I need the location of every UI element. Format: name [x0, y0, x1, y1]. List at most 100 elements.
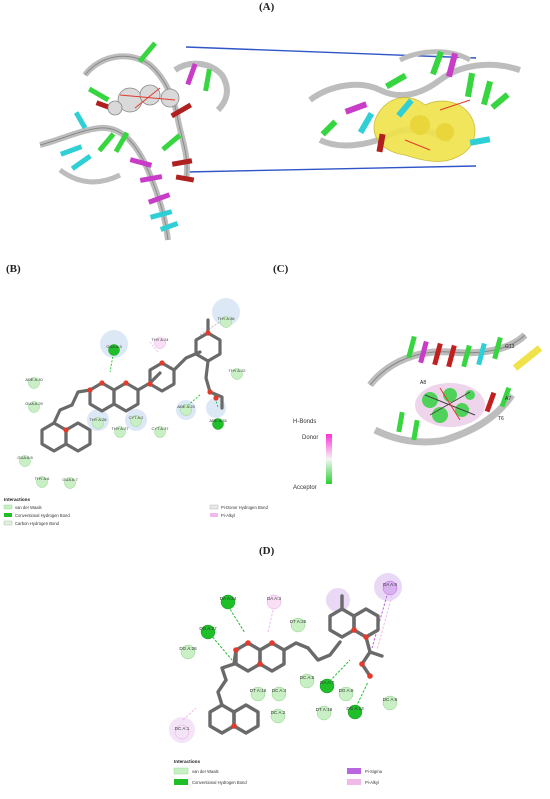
res-disc-gua-7 — [64, 477, 76, 489]
res-label: THY A:6 — [35, 476, 51, 481]
pi-alkyl-thy-24 — [149, 341, 159, 353]
res-label: DC A:2 — [271, 710, 286, 715]
res-label: THY A:27 — [111, 426, 129, 431]
panel-c-structure — [367, 332, 543, 446]
legend-label: Carbon Hydrogen Bond — [15, 521, 60, 526]
res-disc-gua-29 — [28, 401, 40, 413]
legend-label: Pi-Sigma — [365, 769, 383, 774]
ligand-b-oxygens — [63, 330, 219, 433]
legend-swatch-hbond — [174, 779, 188, 785]
dna-structure-left — [39, 41, 230, 241]
legend-b-title: Interactions — [4, 497, 30, 502]
hbond-da-7 — [326, 659, 351, 685]
hbond-gua-3 — [109, 349, 115, 373]
res-label: DC A:1 — [175, 726, 190, 731]
connector-top — [185, 46, 477, 59]
hbond-acceptor-label: Acceptor — [293, 485, 317, 491]
res-disc-dg-26 — [180, 644, 196, 660]
legend-label: Pi-Alkyl — [365, 780, 379, 785]
res-disc-dg-8 — [338, 686, 354, 702]
hbond-dg-13 — [355, 681, 369, 708]
pi-alkyl-da-3 — [267, 605, 275, 633]
legend-label: van der Waals — [15, 505, 42, 510]
res-label: DG A:8 — [339, 688, 354, 693]
halo-gua-3 — [100, 330, 128, 358]
res-disc-ade-25 — [180, 404, 192, 416]
legend-b: Interactions van der Waals Conventional … — [3, 497, 268, 526]
ligand-d — [208, 594, 384, 735]
res-label: THY A:22 — [228, 368, 246, 373]
res-disc-thy-27 — [114, 426, 126, 438]
res-label: ADE A:25 — [177, 404, 195, 409]
res-label: DG A:13 — [346, 706, 364, 711]
res-label: DG A:26 — [179, 646, 197, 651]
halo-da-6 — [374, 573, 402, 601]
legend-swatch-pi-alkyl — [347, 779, 361, 785]
legend-d-title: Interactions — [174, 759, 200, 764]
res-label: DA A:34 — [220, 596, 237, 601]
res-disc-gua-5 — [19, 455, 31, 467]
res-label: DG A:27 — [199, 626, 217, 631]
hbond-gradient-bar — [326, 434, 332, 484]
panel-label-c: (C) — [273, 263, 289, 275]
res-disc-ade-30 — [28, 377, 40, 389]
res-label: ADE A:30 — [25, 377, 43, 382]
legend-swatch-hbond — [4, 513, 12, 517]
res-disc-cyt-2 — [130, 415, 142, 427]
hbond-ade-25 — [184, 394, 201, 409]
res-disc-dc-1 — [174, 724, 190, 740]
res-label: DA A:6 — [383, 582, 397, 587]
res-label: DA A:3 — [267, 596, 281, 601]
res-label: DT A:16 — [250, 688, 267, 693]
res-label: CYT A:2 — [129, 415, 145, 420]
res-disc-dc-5 — [299, 673, 315, 689]
panel-a-figure — [39, 41, 521, 241]
res-disc-ade-35 — [212, 418, 224, 430]
res-disc-dt-16 — [250, 686, 266, 702]
legend-swatch-pi-donor — [209, 504, 219, 510]
panel-label-d: (D) — [259, 545, 275, 557]
res-disc-thy-24 — [154, 337, 166, 349]
hbond-legend-title: H-Bonds — [293, 419, 316, 425]
res-disc-thy-36 — [220, 316, 232, 328]
hbond-da-34 — [227, 605, 246, 634]
res-label: DA A:7 — [320, 680, 334, 685]
hbond-dg-27 — [209, 633, 233, 661]
base-label: A8 — [420, 380, 426, 386]
res-label: DC A:5 — [300, 675, 315, 680]
res-disc-dc-4 — [271, 686, 287, 702]
legend-label: Conventional Hydrogen Bond — [192, 780, 247, 785]
res-disc-thy-22 — [231, 368, 243, 380]
res-label: GUA A:3 — [106, 344, 122, 349]
res-disc-dg-13 — [347, 704, 363, 720]
base-label: A7 — [505, 396, 511, 402]
halo-thy-36 — [212, 298, 240, 326]
res-label: THY A:36 — [217, 316, 235, 321]
panel-label-b: (B) — [6, 263, 21, 275]
res-label: THY A:24 — [151, 337, 169, 342]
res-label: GUA A:29 — [25, 401, 43, 406]
res-disc-thy-28 — [92, 417, 104, 429]
legend-label: Pi-Donor Hydrogen Bond — [221, 505, 268, 510]
ligand-d-oxygens — [231, 627, 373, 729]
res-disc-da-7 — [319, 678, 335, 694]
res-label: DC A:4 — [272, 688, 287, 693]
res-disc-dt-18 — [316, 705, 332, 721]
halo-dc-1 — [169, 717, 195, 743]
pi-sigma-da-6 — [371, 591, 389, 649]
legend-swatch-vdw — [3, 504, 13, 510]
res-label: CYT A:37 — [151, 426, 169, 431]
res-disc-dc-9 — [382, 695, 398, 711]
panel-label-a: (A) — [259, 1, 275, 13]
carbon-hbond-thy-36 — [199, 317, 227, 336]
legend-swatch-pi-sigma — [347, 768, 361, 774]
res-disc-da-34 — [220, 594, 236, 610]
res-disc-dg-27 — [200, 624, 216, 640]
res-disc-thy-6 — [36, 476, 48, 488]
dna-structure-right — [308, 49, 521, 162]
halo-ade-25 — [176, 400, 196, 420]
hbond-ade-35 — [213, 394, 219, 408]
res-label: DT A:18 — [316, 707, 333, 712]
res-label: DT A:25 — [290, 619, 307, 624]
halo-thy-28 — [87, 409, 109, 431]
